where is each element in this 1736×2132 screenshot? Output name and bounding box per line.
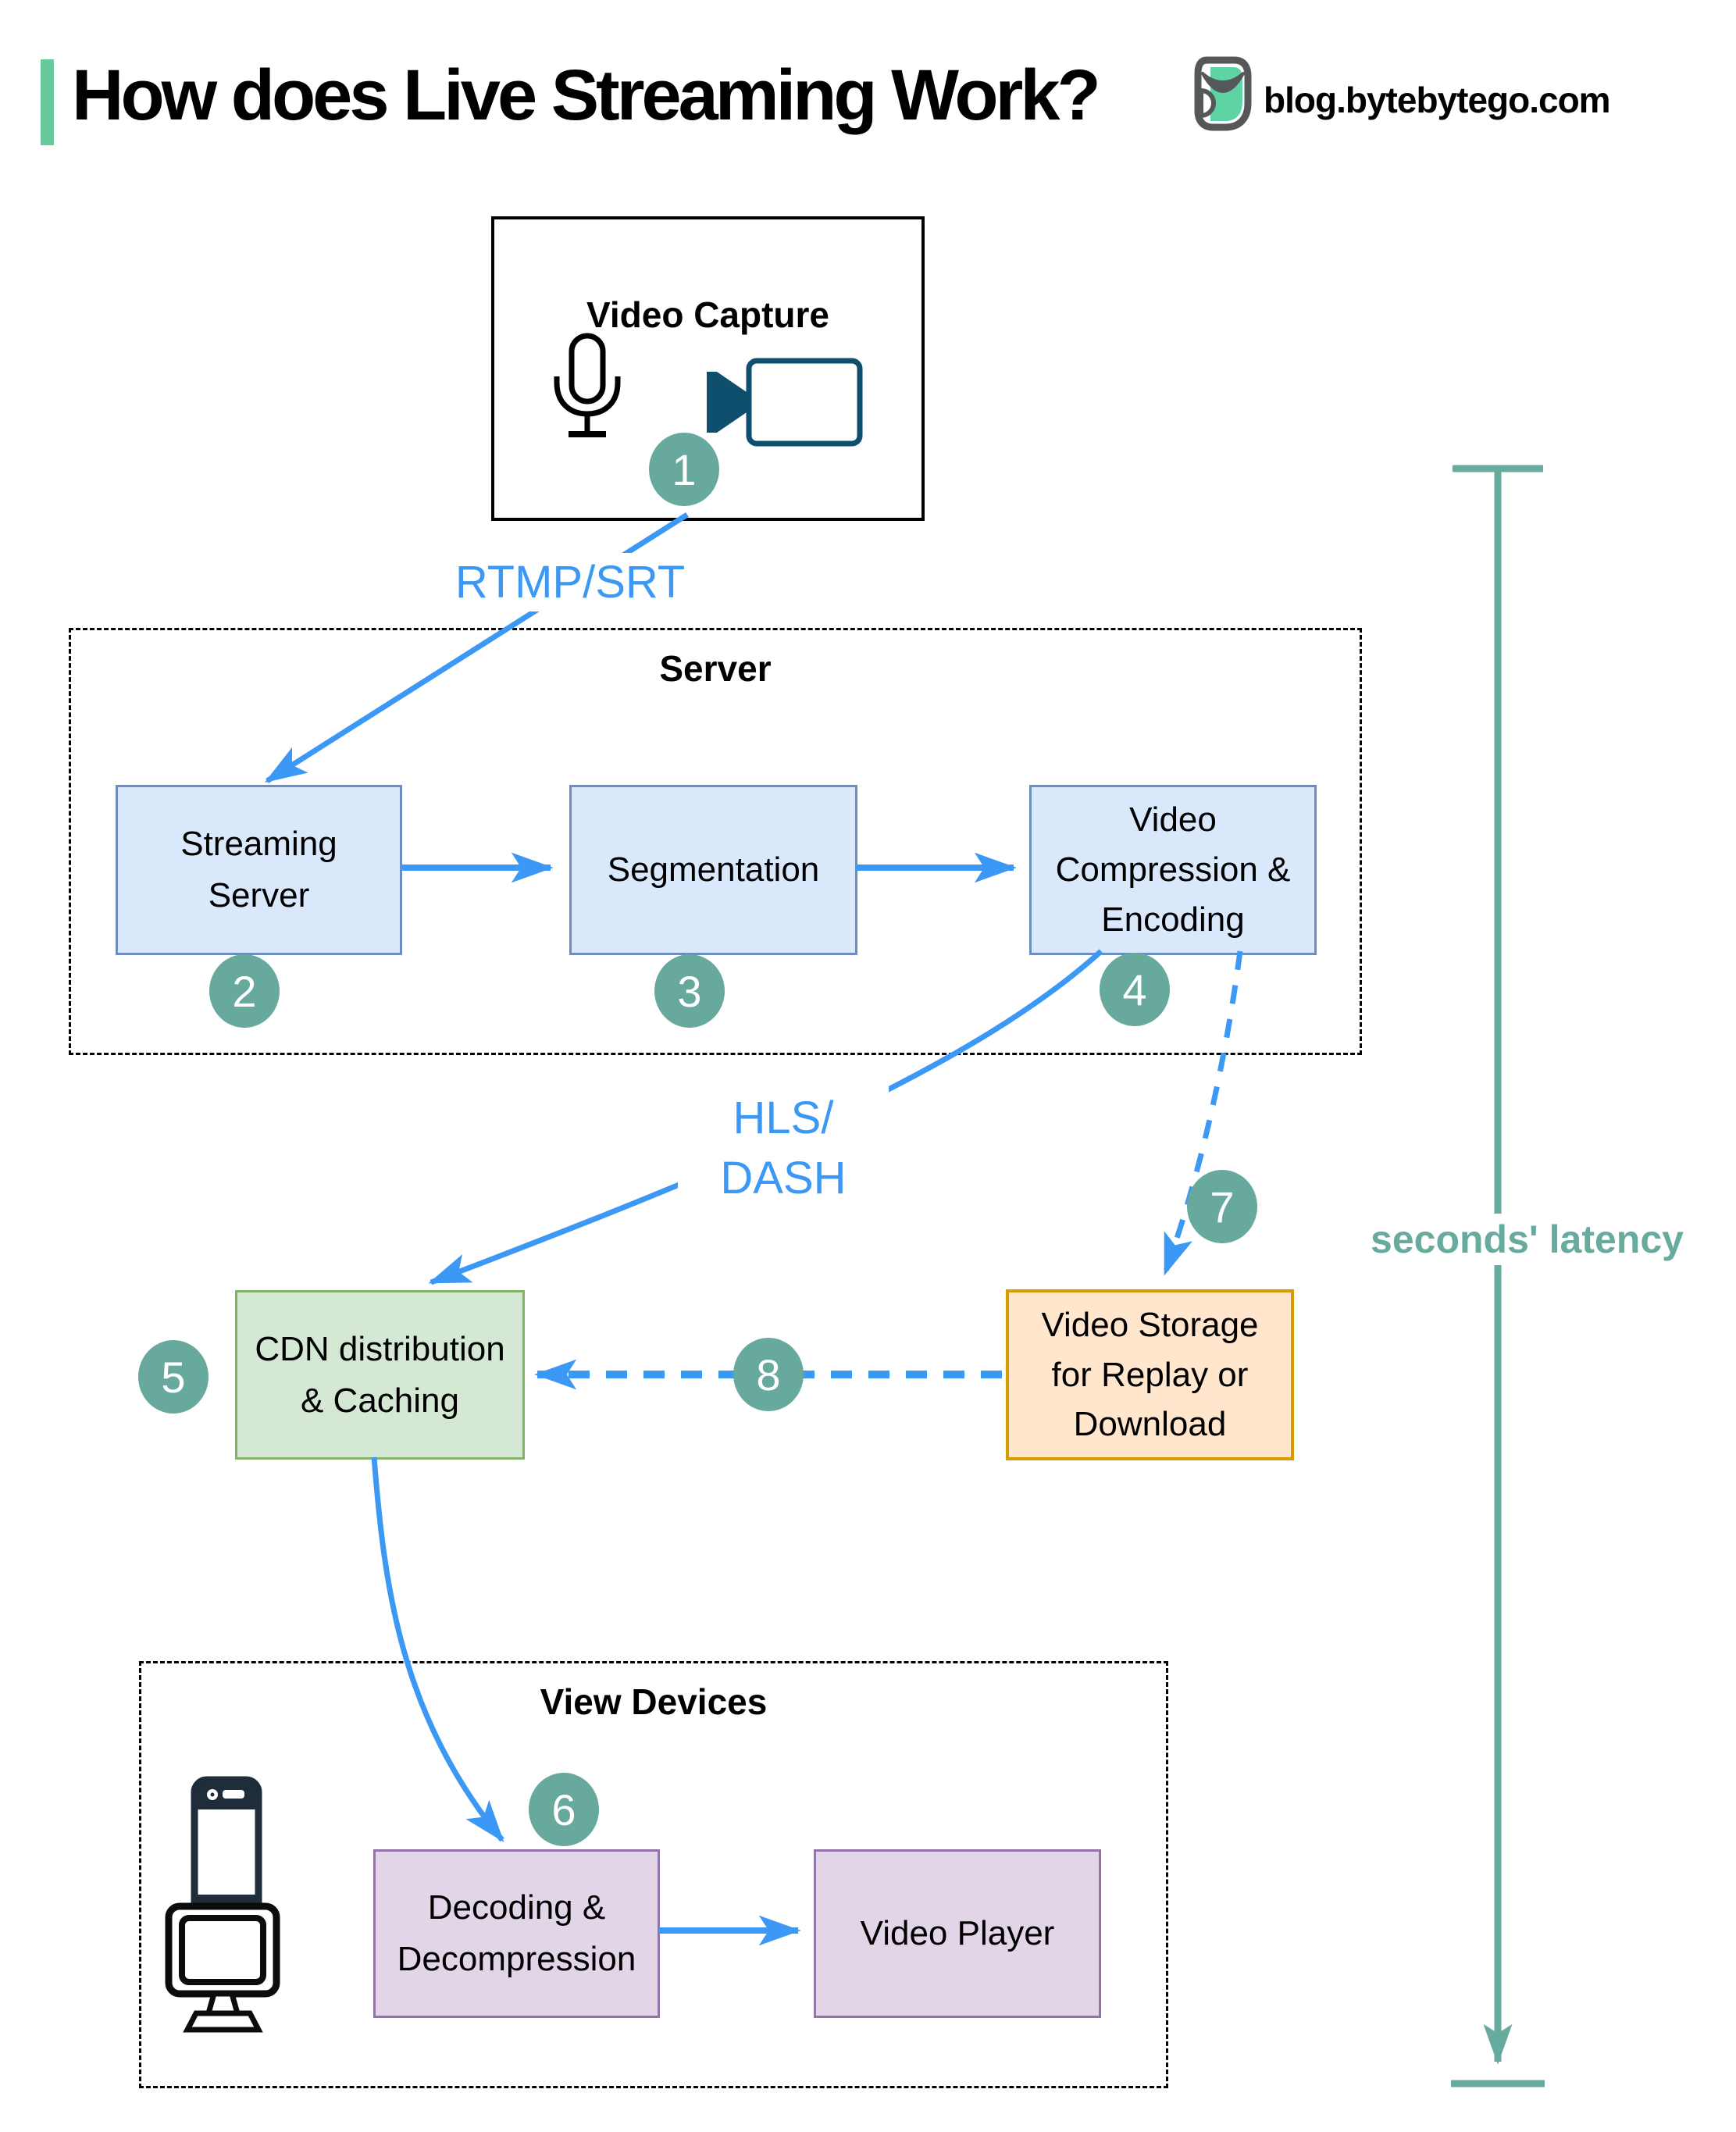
- segmentation-label: Segmentation: [607, 850, 820, 889]
- bytebytego-owl-logo-icon: [1194, 56, 1252, 131]
- step-3-badge: 3: [654, 954, 725, 1028]
- step-4-badge: 4: [1100, 953, 1170, 1026]
- video-storage-label: Video Storage for Replay or Download: [1041, 1305, 1259, 1444]
- cdn-distribution-caching-label: CDN distribution & Caching: [255, 1329, 505, 1420]
- server-group-label: Server: [659, 648, 772, 689]
- decoding-decompression-box: Decoding & Decompression: [373, 1849, 660, 2018]
- title-accent-bar: [41, 59, 54, 145]
- step-7-badge: 7: [1187, 1170, 1257, 1243]
- video-compression-encoding-box: Video Compression & Encoding: [1029, 785, 1317, 955]
- step-2-badge: 2: [209, 954, 280, 1028]
- streaming-server-label: Streaming Server: [180, 825, 337, 914]
- smartphone-icon: [191, 1776, 262, 1923]
- step-6-badge: 6: [529, 1773, 599, 1846]
- streaming-server-box: Streaming Server: [116, 785, 402, 955]
- view-devices-group-label: View Devices: [540, 1681, 768, 1722]
- decoding-decompression-label: Decoding & Decompression: [397, 1888, 636, 1978]
- video-storage-box: Video Storage for Replay or Download: [1006, 1289, 1294, 1460]
- step-1-badge: 1: [649, 433, 719, 506]
- page-title: How does Live Streaming Work?: [72, 55, 1101, 135]
- microphone-icon: [554, 333, 621, 437]
- video-player-label: Video Player: [860, 1914, 1055, 1952]
- video-capture-label: Video Capture: [586, 294, 829, 335]
- video-camera-icon: [707, 358, 863, 447]
- video-compression-encoding-label: Video Compression & Encoding: [1055, 800, 1291, 939]
- site-url-label: blog.bytebytego.com: [1264, 80, 1611, 120]
- cdn-distribution-caching-box: CDN distribution & Caching: [235, 1290, 525, 1460]
- step-8-badge: 8: [733, 1338, 804, 1411]
- monitor-icon: [165, 1902, 280, 2033]
- step-5-badge: 5: [138, 1340, 209, 1414]
- video-player-box: Video Player: [814, 1849, 1101, 2018]
- seconds-latency-label: seconds' latency: [1365, 1214, 1689, 1265]
- segmentation-box: Segmentation: [569, 785, 857, 955]
- rtmp-srt-label: RTMP/SRT: [437, 553, 703, 611]
- view-devices-group-box: View Devices: [139, 1661, 1168, 2088]
- hls-dash-label: HLS/ DASH: [678, 1086, 889, 1212]
